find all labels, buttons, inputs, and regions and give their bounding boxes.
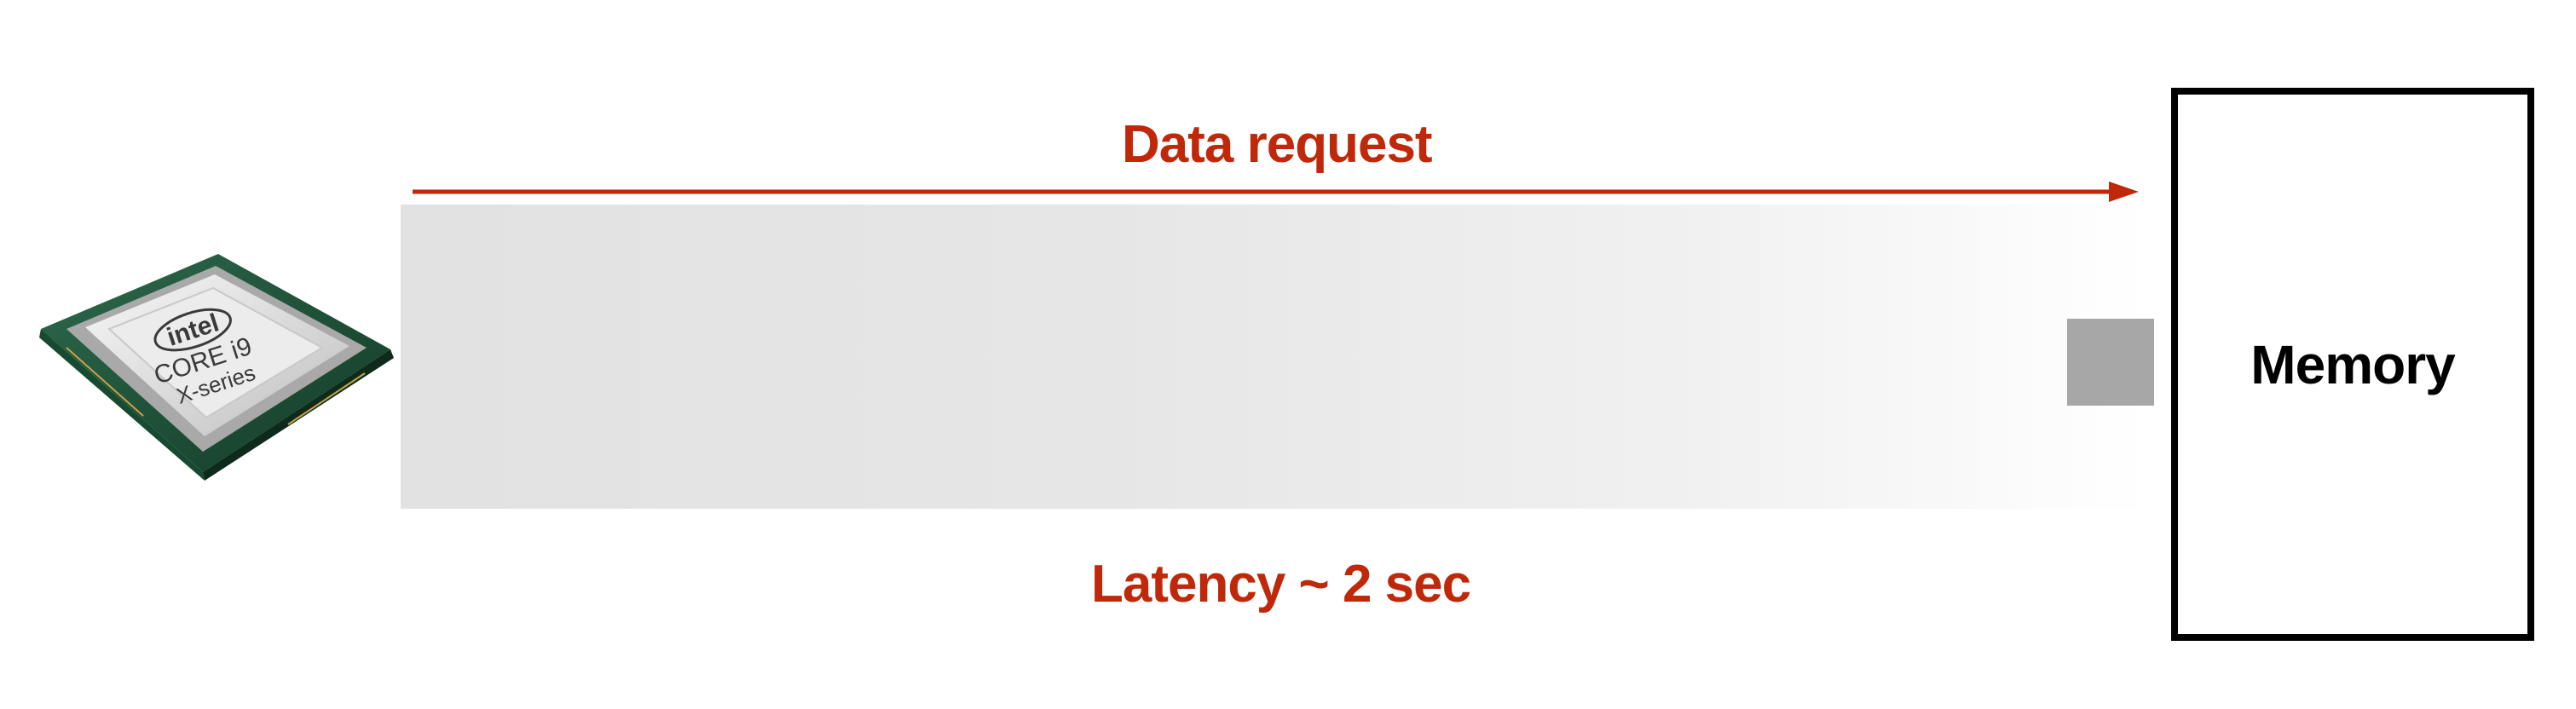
latency-label: Latency ~ 2 sec (1091, 555, 1471, 614)
arrowhead-icon (2109, 182, 2139, 202)
data-request-label: Data request (1122, 115, 1433, 174)
data-packet (2067, 319, 2154, 406)
memory-box: Memory (2171, 88, 2534, 641)
memory-label: Memory (2250, 333, 2455, 395)
latency-band (401, 205, 2148, 509)
cpu-chip-image: intel CORE i9 X-series (32, 228, 399, 484)
request-arrow (413, 182, 2139, 202)
cpu-chip-icon: intel CORE i9 X-series (39, 254, 394, 481)
